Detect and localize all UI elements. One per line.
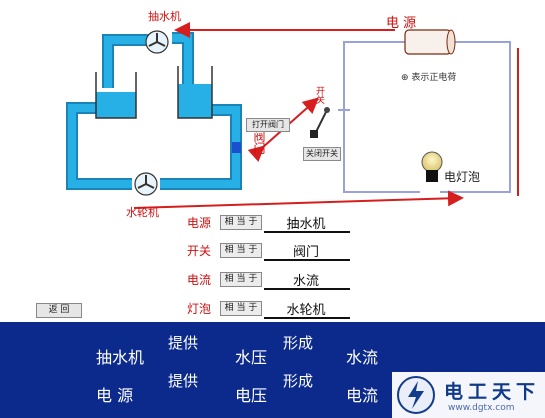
back-button[interactable]: 返 回 <box>36 303 82 318</box>
watermark-title: 电工天下 <box>444 381 541 403</box>
positive-charge-legend: ⊕ 表示正电荷 <box>401 73 457 83</box>
light-bulb-icon <box>421 151 443 182</box>
bulb-label: 电灯泡 <box>444 170 481 184</box>
summary-1-verb2: 形成 <box>283 334 314 352</box>
left-water-tank <box>95 72 137 119</box>
open-valve-button[interactable]: 打开阀门 <box>246 118 290 132</box>
right-water-tank <box>177 66 213 119</box>
pump-icon <box>145 30 169 54</box>
analogy-row-2-right: 阀门 <box>292 245 319 260</box>
analogy-row-1-underline <box>264 231 350 233</box>
arrow-bottom-flow <box>133 190 464 209</box>
turbine-icon <box>134 172 158 196</box>
summary-1-mid: 水压 <box>235 348 268 367</box>
summary-2-start: 电 源 <box>96 386 134 405</box>
watermark-emblem-icon <box>397 376 435 414</box>
battery-icon <box>404 29 456 55</box>
turbine-label: 水轮机 <box>126 206 159 219</box>
analogy-row-2-button[interactable]: 相 当 于 <box>220 243 262 258</box>
analogy-row-4-right: 水轮机 <box>286 303 326 318</box>
analogy-row-4-underline <box>264 317 350 319</box>
analogy-row-1-left: 电源 <box>187 216 212 230</box>
electric-circuit <box>338 41 511 193</box>
summary-1-end: 水流 <box>346 348 379 367</box>
analogy-row-4-left: 灯泡 <box>187 302 212 316</box>
close-switch-button[interactable]: 关闭开关 <box>303 147 341 161</box>
power-source-label: 电 源 <box>386 16 417 31</box>
analogy-row-4-button[interactable]: 相 当 于 <box>220 301 262 316</box>
analogy-row-1-right: 抽水机 <box>286 217 326 232</box>
summary-2-verb1: 提供 <box>168 372 199 390</box>
valve-label: 阀门 <box>252 130 266 154</box>
analogy-row-3-underline <box>264 288 350 290</box>
pump-label: 抽水机 <box>148 10 181 23</box>
valve-block <box>232 142 241 153</box>
switch-icon <box>310 107 330 138</box>
summary-2-mid: 电压 <box>235 386 268 405</box>
analogy-row-1-button[interactable]: 相 当 于 <box>220 215 262 230</box>
analogy-row-3-left: 电流 <box>187 273 212 287</box>
watermark-logo: 电工天下 www.dgtx.com <box>392 372 545 418</box>
analogy-row-2-underline <box>264 259 350 261</box>
analogy-row-3-right: 水流 <box>292 274 319 289</box>
switch-label: 开关 <box>314 86 324 104</box>
analogy-row-3-button[interactable]: 相 当 于 <box>220 272 262 287</box>
summary-1-start: 抽水机 <box>96 348 145 367</box>
analogy-row-2-left: 开关 <box>187 244 212 258</box>
summary-2-verb2: 形成 <box>283 372 314 390</box>
watermark-url: www.dgtx.com <box>448 403 515 413</box>
summary-1-verb1: 提供 <box>168 334 199 352</box>
summary-2-end: 电流 <box>346 386 379 405</box>
